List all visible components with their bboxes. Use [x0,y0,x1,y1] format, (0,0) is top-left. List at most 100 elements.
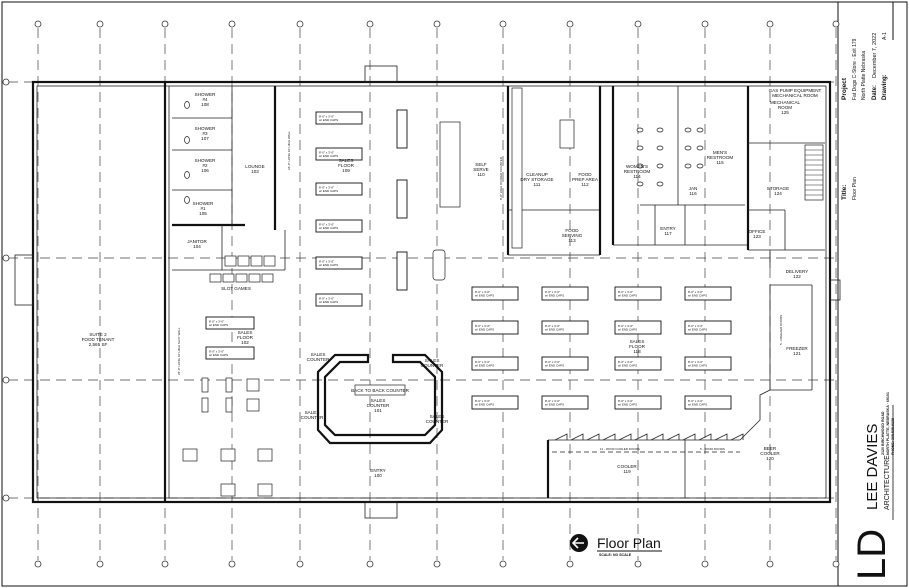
shelf-size-label: 8'-0" x 3'-0" [545,360,560,364]
gondola-shelf: 8'-0" x 3'-0"w/ END CAPS [315,293,363,307]
grid-bubble [296,20,304,28]
grid-bubble [499,20,507,28]
shelf-size-label: 8'-0" x 3'-0" [319,260,334,264]
shelf-size-label: 8'-0" x 3'-0" [475,324,490,328]
grid-bubble [2,494,10,502]
shelf-caps-label: w/ END CAPS [475,328,494,332]
project-name: Fat Dogs C-Store - Exit 179 [852,38,858,100]
stairs [804,144,824,201]
project-location: North Platte Nebraska [861,51,867,100]
toilet-fixture [696,127,704,133]
shelf-caps-label: w/ END CAPS [545,403,564,407]
high-top-table [201,397,209,413]
high-top-table [225,397,233,413]
shelf-caps-label: w/ END CAPS [618,328,637,332]
shelf-caps-label: w/ END CAPS [475,403,494,407]
cooler-door [666,433,680,441]
gondola-shelf: 8'-0" x 3'-0"w/ END CAPS [205,316,255,330]
toilet-fixture [656,145,664,151]
gondola-shelf: 8'-0" x 3'-0"w/ END CAPS [614,395,662,410]
gondola-shelf: 8'-0" x 3'-0"w/ END CAPS [614,320,662,335]
shelf-caps-label: w/ END CAPS [319,263,338,267]
shelf-size-label: 8'-0" x 3'-0" [618,290,633,294]
sales-counter-island [316,353,444,445]
grid-bubble [832,20,840,28]
shelf-size-label: 8'-0" x 3'-0" [545,399,560,403]
stair-treads [805,149,823,196]
wall-note-mid: 24'-0" LONG 10' HIGH WALL [287,131,291,170]
plan-title-text: Floor Plan [597,535,661,551]
display-table [246,378,260,392]
date-value: December 7, 2022 [872,33,878,78]
shelf-size-label: 8'-0" x 3'-0" [545,324,560,328]
gondola-shelf [396,179,408,219]
toilet-fixture [184,101,190,109]
gondola-shelf: 8'-0" x 3'-0"w/ END CAPS [541,356,589,371]
back-to-back-counter-note: BACK TO BACK COUNTER [351,388,409,393]
title-value: Floor Plan [852,177,858,200]
shelf-caps-label: w/ END CAPS [475,364,494,368]
logo-subtitle: ARCHITECTURE [884,455,891,510]
grid-bubble [2,78,10,86]
gondola-shelf: 8'-0" x 3'-0"w/ END CAPS [541,395,589,410]
drawing-label: Drawing: [882,74,888,100]
display-table [246,398,260,412]
cooler-door [634,433,648,441]
shelf-size-label: 8'-0" x 3'-0" [319,186,334,190]
toilet-fixture [684,163,692,169]
gondola-shelf: 8'-0" x 3'-0"w/ END CAPS [315,111,363,125]
cooler-door [570,433,584,441]
cooler-door [698,433,712,441]
gondola-shelf: 8'-0" x 3'-0"w/ END CAPS [315,219,363,233]
gondola-shelf: 8'-0" x 3'-0"w/ END CAPS [614,356,662,371]
dining-table [220,483,236,497]
grid-bubble [433,20,441,28]
shelf-size-label: 8'-0" x 3'-0" [319,223,334,227]
grid-bubble [34,560,42,568]
grid-bubble [766,20,774,28]
toilet-fixture [184,171,190,179]
cooler-door [586,433,600,441]
logo-name: LEE DAVIES [864,424,881,510]
toilet-fixture [636,127,644,133]
shelf-caps-label: w/ END CAPS [209,323,228,327]
plan-title: Floor Plan SCALE: NO SCALE [570,534,662,557]
gondola-shelf: 8'-0" x 3'-0"w/ END CAPS [684,356,732,371]
grid-bubble [701,20,709,28]
project-label: Project [841,77,848,100]
shelf-size-label: 8'-0" x 3'-0" [688,324,703,328]
title-block: Project Fat Dogs C-Store - Exit 179 Nort… [841,2,895,455]
grid-bubble [832,560,840,568]
slot-machine [261,273,274,283]
shelf-caps-label: w/ END CAPS [319,154,338,158]
grid-bubble [366,20,374,28]
grid-bubble [296,560,304,568]
gondola-shelf: 8'-0" x 3'-0"w/ END CAPS [684,320,732,335]
shelf-caps-label: w/ END CAPS [319,226,338,230]
grid-bubble [228,20,236,28]
shelf-caps-label: w/ END CAPS [618,364,637,368]
gondola-shelf: 8'-0" x 3'-0"w/ END CAPS [471,356,519,371]
slot-machine [237,255,250,267]
slot-machine [263,255,276,267]
grid-bubble [366,560,374,568]
cooler-doors-note-2: 5 - 30X30 DOORS [700,447,725,451]
gondola-shelf: 8'-0" x 3'-0"w/ END CAPS [471,320,519,335]
grid-bubble [766,560,774,568]
self-serve-counter [439,121,461,208]
cooler-door [618,433,632,441]
